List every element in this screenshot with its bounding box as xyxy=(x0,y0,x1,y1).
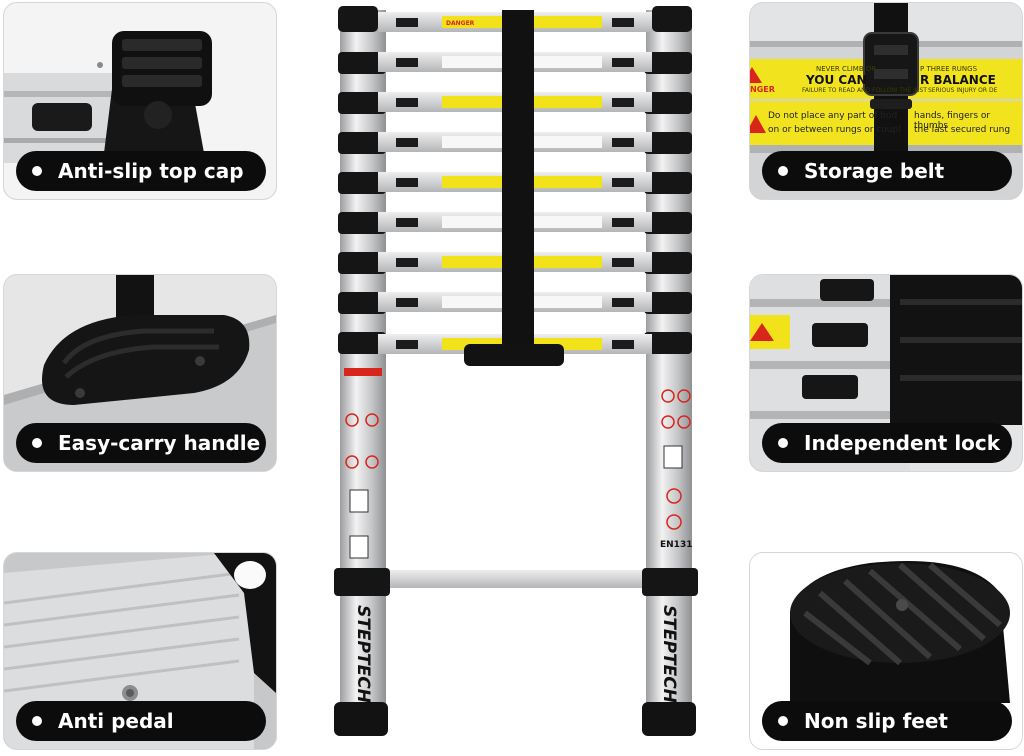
feature-label-pill: Storage belt xyxy=(762,151,1012,191)
telescopic-ladder-photo: DANGER EN131 STEPTECH STEPTECH xyxy=(330,0,700,752)
top-cap-right xyxy=(652,6,692,32)
lock-slider xyxy=(612,18,634,27)
lock-collar xyxy=(644,52,692,74)
belt-headline-right: R BALANCE xyxy=(920,73,996,87)
standard-label: EN131 xyxy=(660,540,693,550)
belt-body-left-2: on or between rungs or coupl xyxy=(768,125,901,135)
lock-slider xyxy=(396,58,418,67)
belt-body-right-2: the last secured rung xyxy=(914,125,1011,135)
top-cap-left xyxy=(338,6,378,32)
belt-line-3-left: FAILURE TO READ AND FOLLOW THE INST xyxy=(802,87,927,94)
belt-line-3-right: SERIOUS INJURY OR DE xyxy=(928,87,998,94)
feature-panel-easy-carry-handle: Easy-carry handle xyxy=(3,274,277,472)
lock-slider xyxy=(612,178,634,187)
feature-label: Anti-slip top cap xyxy=(58,159,244,183)
lock-slider xyxy=(612,258,634,267)
lock-collar xyxy=(338,52,386,74)
feature-label: Storage belt xyxy=(804,159,945,183)
lock-collar xyxy=(644,292,692,314)
foot-right xyxy=(642,702,696,736)
lock-collar xyxy=(338,92,386,114)
lock-collar xyxy=(644,172,692,194)
feature-panel-storage-belt: NEVER CLIMB OR P THREE RUNGS YOU CAN R B… xyxy=(749,2,1023,200)
belt-body-right-1: hands, fingers or thumbs xyxy=(914,111,991,131)
feature-label-pill: Independent lock xyxy=(762,423,1012,463)
belt-body-left-1: Do not place any part of bod xyxy=(768,111,898,121)
danger-tag: DANGER xyxy=(446,20,475,27)
lock-slider xyxy=(396,258,418,267)
lock-collar xyxy=(644,212,692,234)
feature-label-pill: Non slip feet xyxy=(762,701,1012,741)
lock-slider xyxy=(396,18,418,27)
lock-slider xyxy=(612,218,634,227)
bullet-dot-icon xyxy=(32,166,42,176)
lock-collar xyxy=(338,212,386,234)
bullet-dot-icon xyxy=(778,716,788,726)
lock-slider xyxy=(396,178,418,187)
lock-collar xyxy=(644,92,692,114)
brand-right: STEPTECH xyxy=(659,605,679,703)
feature-panel-anti-pedal: Anti pedal xyxy=(3,552,277,750)
feature-label: Non slip feet xyxy=(804,709,948,733)
feature-label: Independent lock xyxy=(804,431,1001,455)
feature-label: Easy-carry handle xyxy=(58,431,261,455)
lock-slider xyxy=(396,298,418,307)
feature-label-pill: Anti-slip top cap xyxy=(16,151,266,191)
feature-label: Anti pedal xyxy=(58,709,174,733)
feature-panel-anti-slip-top-cap: Anti-slip top cap xyxy=(3,2,277,200)
belt-line-1-right: P THREE RUNGS xyxy=(920,65,978,73)
bullet-dot-icon xyxy=(32,438,42,448)
belt-label-text: NEVER CLIMB OR P THREE RUNGS YOU CAN R B… xyxy=(750,3,1022,153)
belt-headline-left: YOU CAN xyxy=(806,73,867,87)
lock-slider xyxy=(396,138,418,147)
feature-label-pill: Easy-carry handle xyxy=(16,423,266,463)
lock-collar xyxy=(338,132,386,154)
storage-belt-strap xyxy=(502,10,534,346)
lock-slider xyxy=(612,98,634,107)
lock-collar xyxy=(338,172,386,194)
lock-slider xyxy=(612,58,634,67)
lock-slider xyxy=(396,98,418,107)
bullet-dot-icon xyxy=(778,166,788,176)
lock-collar xyxy=(644,132,692,154)
belt-line-1-left: NEVER CLIMB OR xyxy=(816,65,877,73)
lock-collar xyxy=(644,252,692,274)
carry-handle xyxy=(464,344,564,366)
foot-left xyxy=(334,702,388,736)
feature-panel-non-slip-feet: Non slip feet xyxy=(749,552,1023,750)
lock-slider xyxy=(612,138,634,147)
lock-slider xyxy=(396,218,418,227)
lock-collar xyxy=(338,292,386,314)
lock-collar xyxy=(338,252,386,274)
lock-slider xyxy=(612,298,634,307)
top-cap-photo xyxy=(4,3,276,199)
ladder-drawing xyxy=(334,6,698,736)
brand-left: STEPTECH xyxy=(353,605,373,703)
bullet-dot-icon xyxy=(32,716,42,726)
feature-label-pill: Anti pedal xyxy=(16,701,266,741)
lock-collar xyxy=(644,332,692,354)
lock-slider xyxy=(396,340,418,349)
feature-panel-independent-lock: Independent lock xyxy=(749,274,1023,472)
lock-collar xyxy=(338,332,386,354)
lock-slider xyxy=(612,340,634,349)
bullet-dot-icon xyxy=(778,438,788,448)
belt-warning-tag: NGER xyxy=(750,85,775,94)
